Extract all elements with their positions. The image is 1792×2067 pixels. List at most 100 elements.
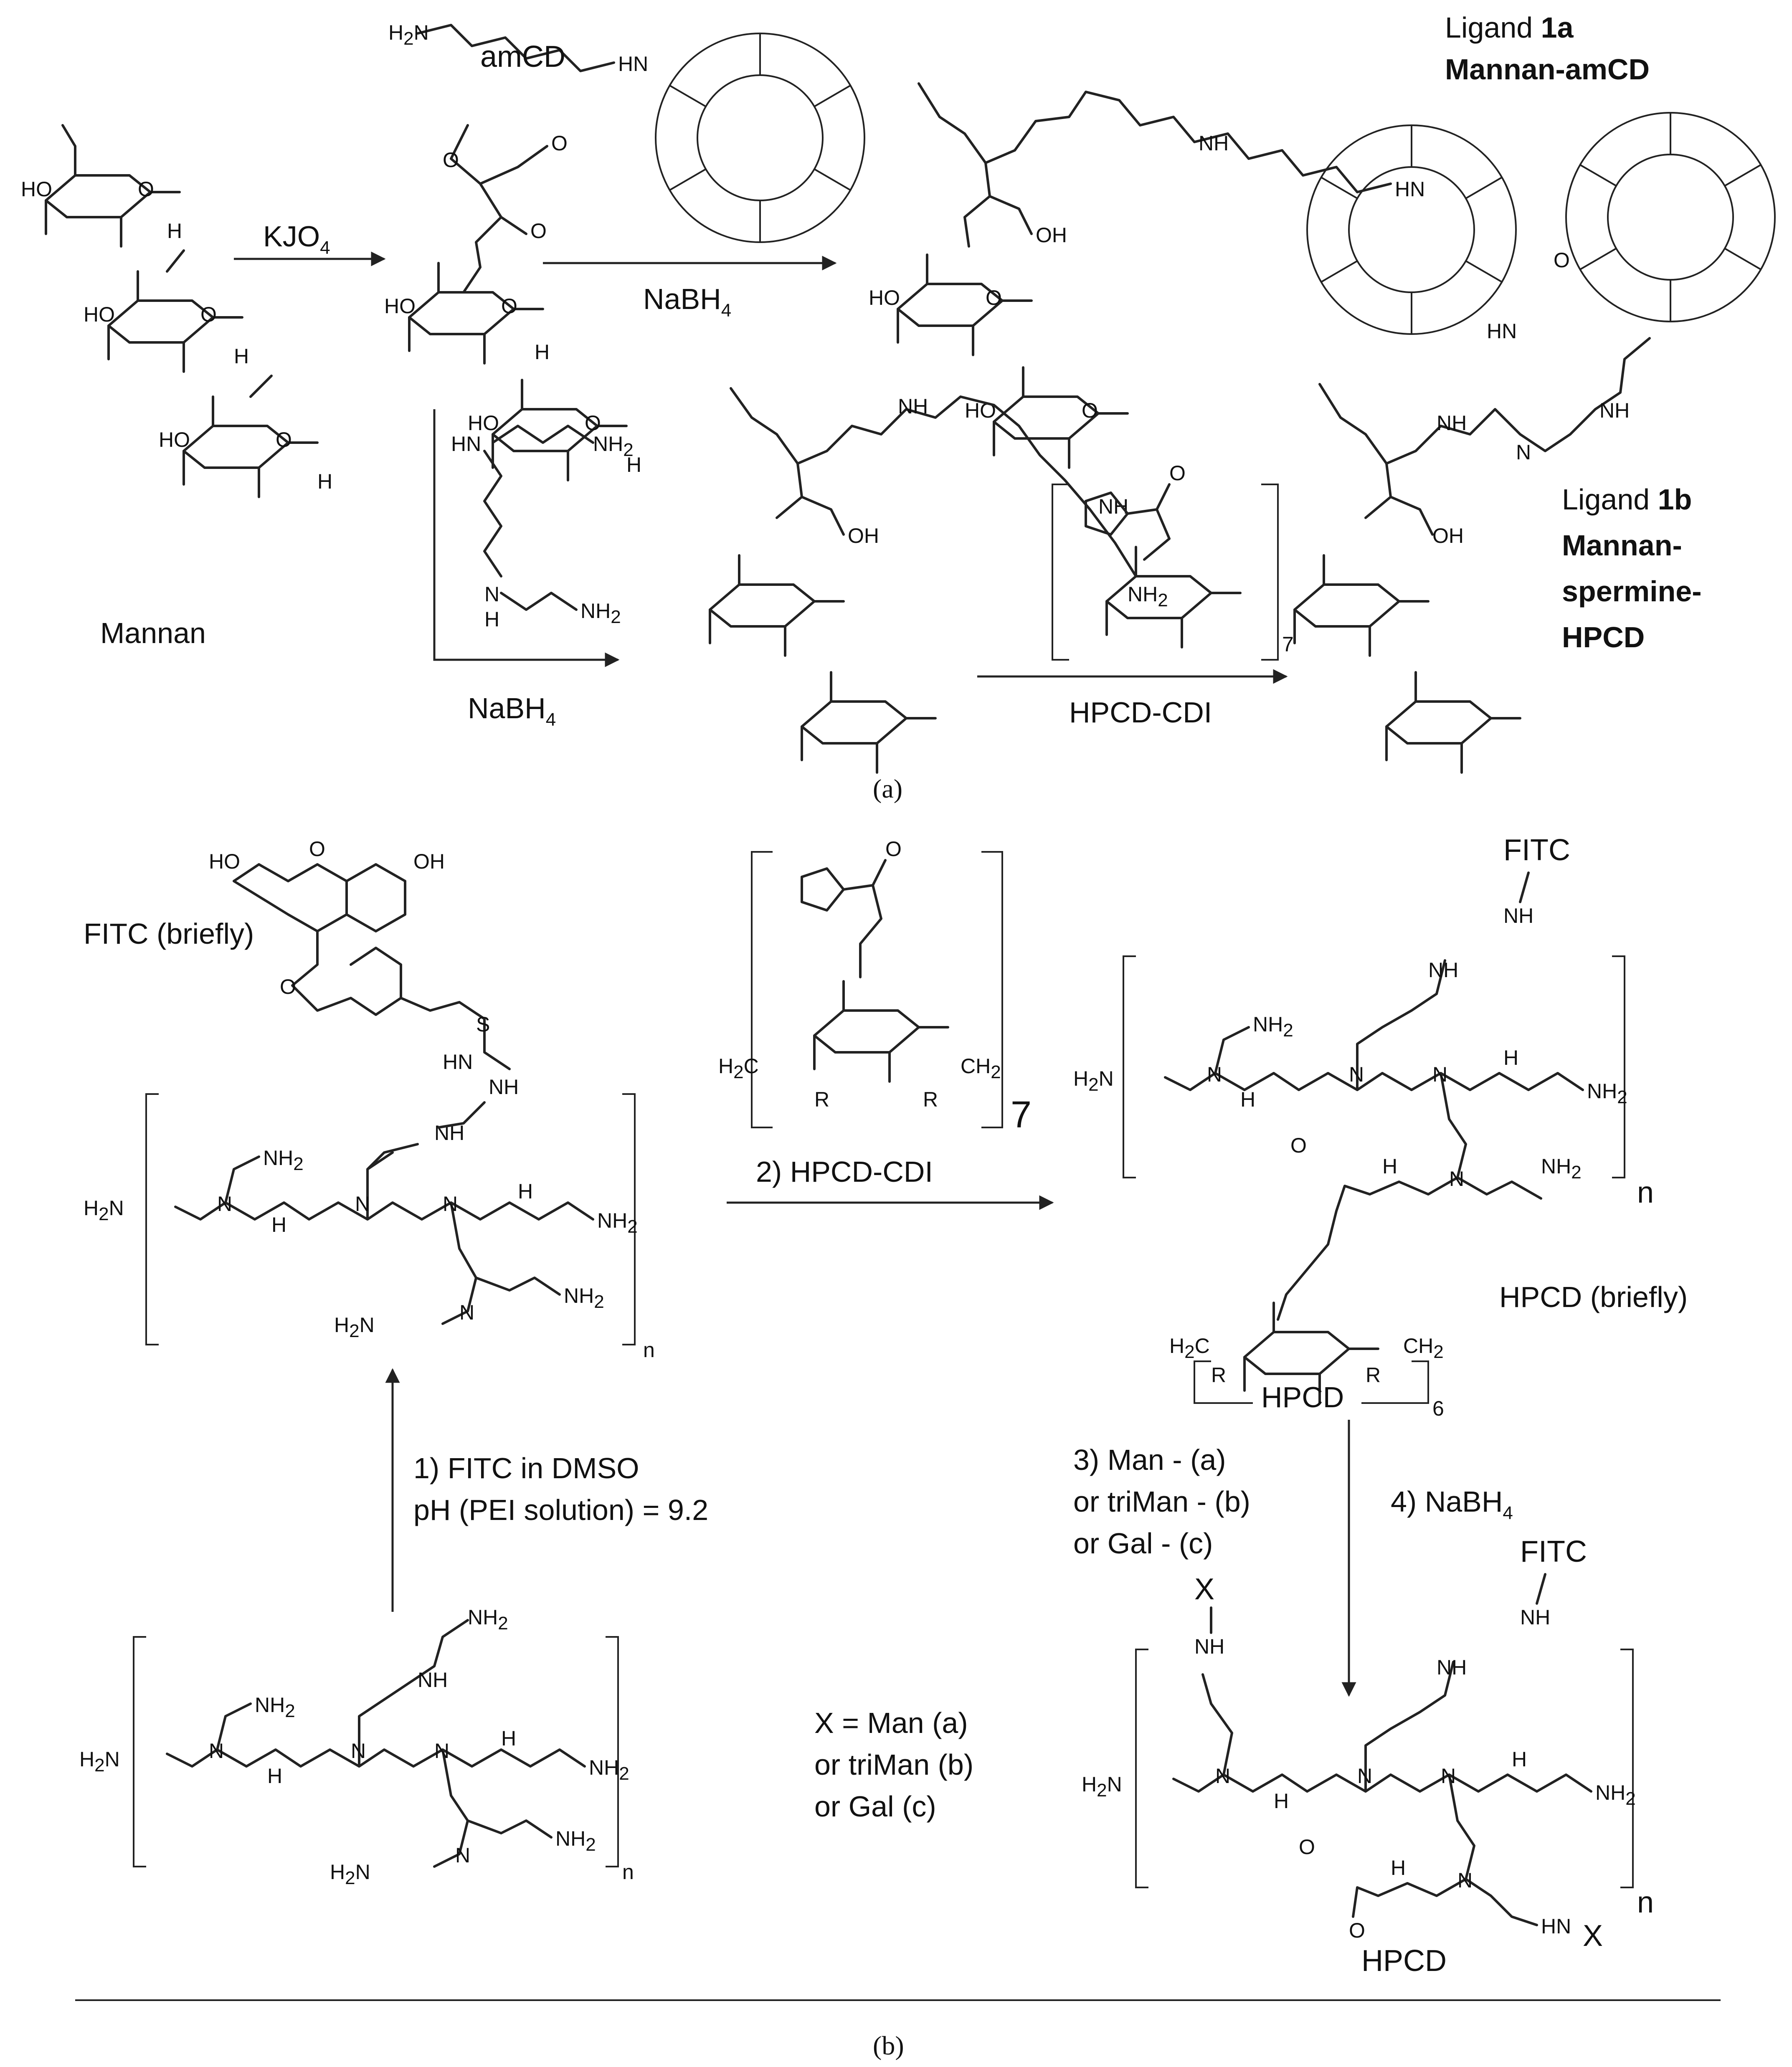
step1-line2: pH (PEI solution) = 9.2 xyxy=(413,1494,708,1526)
atom-o: O xyxy=(1299,1835,1315,1859)
atom-n: N xyxy=(1215,1764,1230,1788)
x-top: X xyxy=(1194,1573,1214,1606)
atom-o: O xyxy=(200,303,217,326)
x-def-line2: or triMan (b) xyxy=(814,1748,973,1781)
amcd-label: amCD xyxy=(480,40,565,73)
atom-n: N xyxy=(1432,1063,1447,1086)
atom-n: N xyxy=(1516,441,1531,464)
ligand-1b-title: Ligand 1b xyxy=(1562,483,1692,516)
step4-label: 4) NaBH4 xyxy=(1391,1485,1513,1523)
atom-nh2: NH2 xyxy=(555,1827,596,1855)
ligand-1a-name: Mannan-amCD xyxy=(1445,53,1650,86)
atom-n: N xyxy=(355,1192,370,1216)
atom-o: O xyxy=(309,837,325,861)
hpcd-label: HPCD (briefly) xyxy=(1499,1281,1688,1313)
fitc-bottom: FITC xyxy=(1520,1535,1587,1568)
atom-nh2: NH2 xyxy=(589,1756,629,1784)
atom-nh: NH xyxy=(1199,132,1229,155)
atom-o: O xyxy=(1349,1919,1365,1942)
fitc-top: FITC xyxy=(1503,833,1570,867)
atom-n: N xyxy=(455,1844,470,1867)
atom-hn: HN xyxy=(1395,177,1425,201)
atom-h2n: H2N xyxy=(388,21,429,49)
atom-ch2: CH2 xyxy=(961,1054,1001,1082)
hpcd-cdi-reagent: O 7 xyxy=(1052,461,1294,661)
atom-nh2: NH2 xyxy=(1128,583,1168,610)
atom-n: N xyxy=(484,583,499,606)
hpcd-box: HPCD xyxy=(1261,1381,1344,1413)
step3-line2: or triMan - (b) xyxy=(1073,1485,1250,1518)
atom-nh2: NH2 xyxy=(1587,1079,1627,1107)
repeat-n: n xyxy=(1637,1886,1654,1919)
atom-h: H xyxy=(1274,1789,1289,1813)
repeat-7: 7 xyxy=(1011,1094,1032,1136)
atom-hn: HN xyxy=(618,52,648,76)
atom-nh: NH xyxy=(1599,399,1630,422)
atom-oh: OH xyxy=(413,850,445,873)
x-def-line1: X = Man (a) xyxy=(814,1707,968,1739)
ligand-1a-structure: NH HN OH HO O HO O xyxy=(869,82,1517,468)
step3-line1: 3) Man - (a) xyxy=(1073,1444,1226,1476)
atom-h: H xyxy=(1391,1856,1406,1880)
atom-n: N xyxy=(1349,1063,1364,1086)
repeat-n: n xyxy=(622,1860,634,1884)
atom-n: N xyxy=(459,1301,474,1324)
atom-h: H xyxy=(501,1727,516,1750)
atom-nh2: NH2 xyxy=(263,1146,304,1174)
atom-r: R xyxy=(1366,1363,1381,1387)
atom-h: H xyxy=(317,470,332,493)
atom-h: H xyxy=(535,340,550,364)
spermine-structure: HN NH2 N H NH2 xyxy=(451,425,634,631)
atom-h: H xyxy=(167,219,182,243)
atom-o: O xyxy=(276,428,292,451)
atom-o: O xyxy=(1554,248,1570,272)
repeat-6: 6 xyxy=(1432,1397,1444,1420)
step1-line1: 1) FITC in DMSO xyxy=(413,1452,639,1484)
oxidation-reagent: KJO4 xyxy=(263,220,330,258)
atom-n: N xyxy=(1441,1764,1456,1788)
panel-b: HO OH O O S HN NH NH FITC (briefly) H2N … xyxy=(75,833,1721,2060)
atom-nh: NH xyxy=(1520,1606,1550,1629)
atom-o: O xyxy=(530,219,547,243)
atom-n: N xyxy=(351,1739,366,1763)
atom-ho: HO xyxy=(84,303,115,326)
amcd-structure: H2N HN xyxy=(388,21,865,243)
coupling-reagent: HPCD-CDI xyxy=(1069,696,1212,729)
atom-oh: OH xyxy=(1036,223,1067,247)
atom-nh2: NH2 xyxy=(468,1606,508,1634)
atom-ho: HO xyxy=(869,286,900,309)
atom-o: O xyxy=(1082,399,1098,422)
atom-nh2: NH2 xyxy=(1253,1013,1293,1041)
atom-o: O xyxy=(1290,1134,1307,1157)
atom-hn: HN xyxy=(451,432,481,456)
atom-o: O xyxy=(280,975,296,998)
atom-ho: HO xyxy=(21,177,52,201)
atom-ch2: CH2 xyxy=(1403,1334,1444,1362)
atom-n: N xyxy=(217,1192,232,1216)
atom-nh2: NH2 xyxy=(1595,1781,1636,1809)
atom-h2n: H2N xyxy=(84,1196,124,1224)
mannan-structure: HO O H HO O H HO O H xyxy=(21,124,332,497)
pei-fitc-backbone: H2N NH2 N H N N H NH2 N H2N NH2 n xyxy=(84,1093,655,1362)
atom-h: H xyxy=(1503,1046,1518,1069)
atom-r: R xyxy=(814,1088,829,1111)
atom-o: O xyxy=(986,286,1002,309)
ligand-1b-name-2: spermine- xyxy=(1562,575,1702,608)
fitc-pei-structure: HO OH O O S HN NH NH xyxy=(209,837,519,1170)
atom-h2n: H2N xyxy=(79,1748,120,1776)
repeat-n: n xyxy=(643,1338,655,1362)
atom-h: H xyxy=(626,453,641,476)
atom-nh: NH xyxy=(1194,1635,1224,1658)
atom-n: N xyxy=(1357,1764,1372,1788)
atom-h2n: H2N xyxy=(1082,1773,1122,1801)
atom-nh: NH xyxy=(418,1668,448,1692)
atom-h2c: H2C xyxy=(718,1054,759,1082)
repeat-n: n xyxy=(1637,1176,1654,1209)
ligand-1b-name-3: HPCD xyxy=(1562,621,1645,654)
atom-h2n: H2N xyxy=(334,1313,375,1341)
hpcd-cdi-reagent-b: O H2C CH2 R R 7 xyxy=(718,837,1032,1136)
repeat-7: 7 xyxy=(1282,633,1294,656)
atom-h: H xyxy=(1382,1155,1397,1178)
atom-h2c: H2C xyxy=(1169,1334,1210,1362)
